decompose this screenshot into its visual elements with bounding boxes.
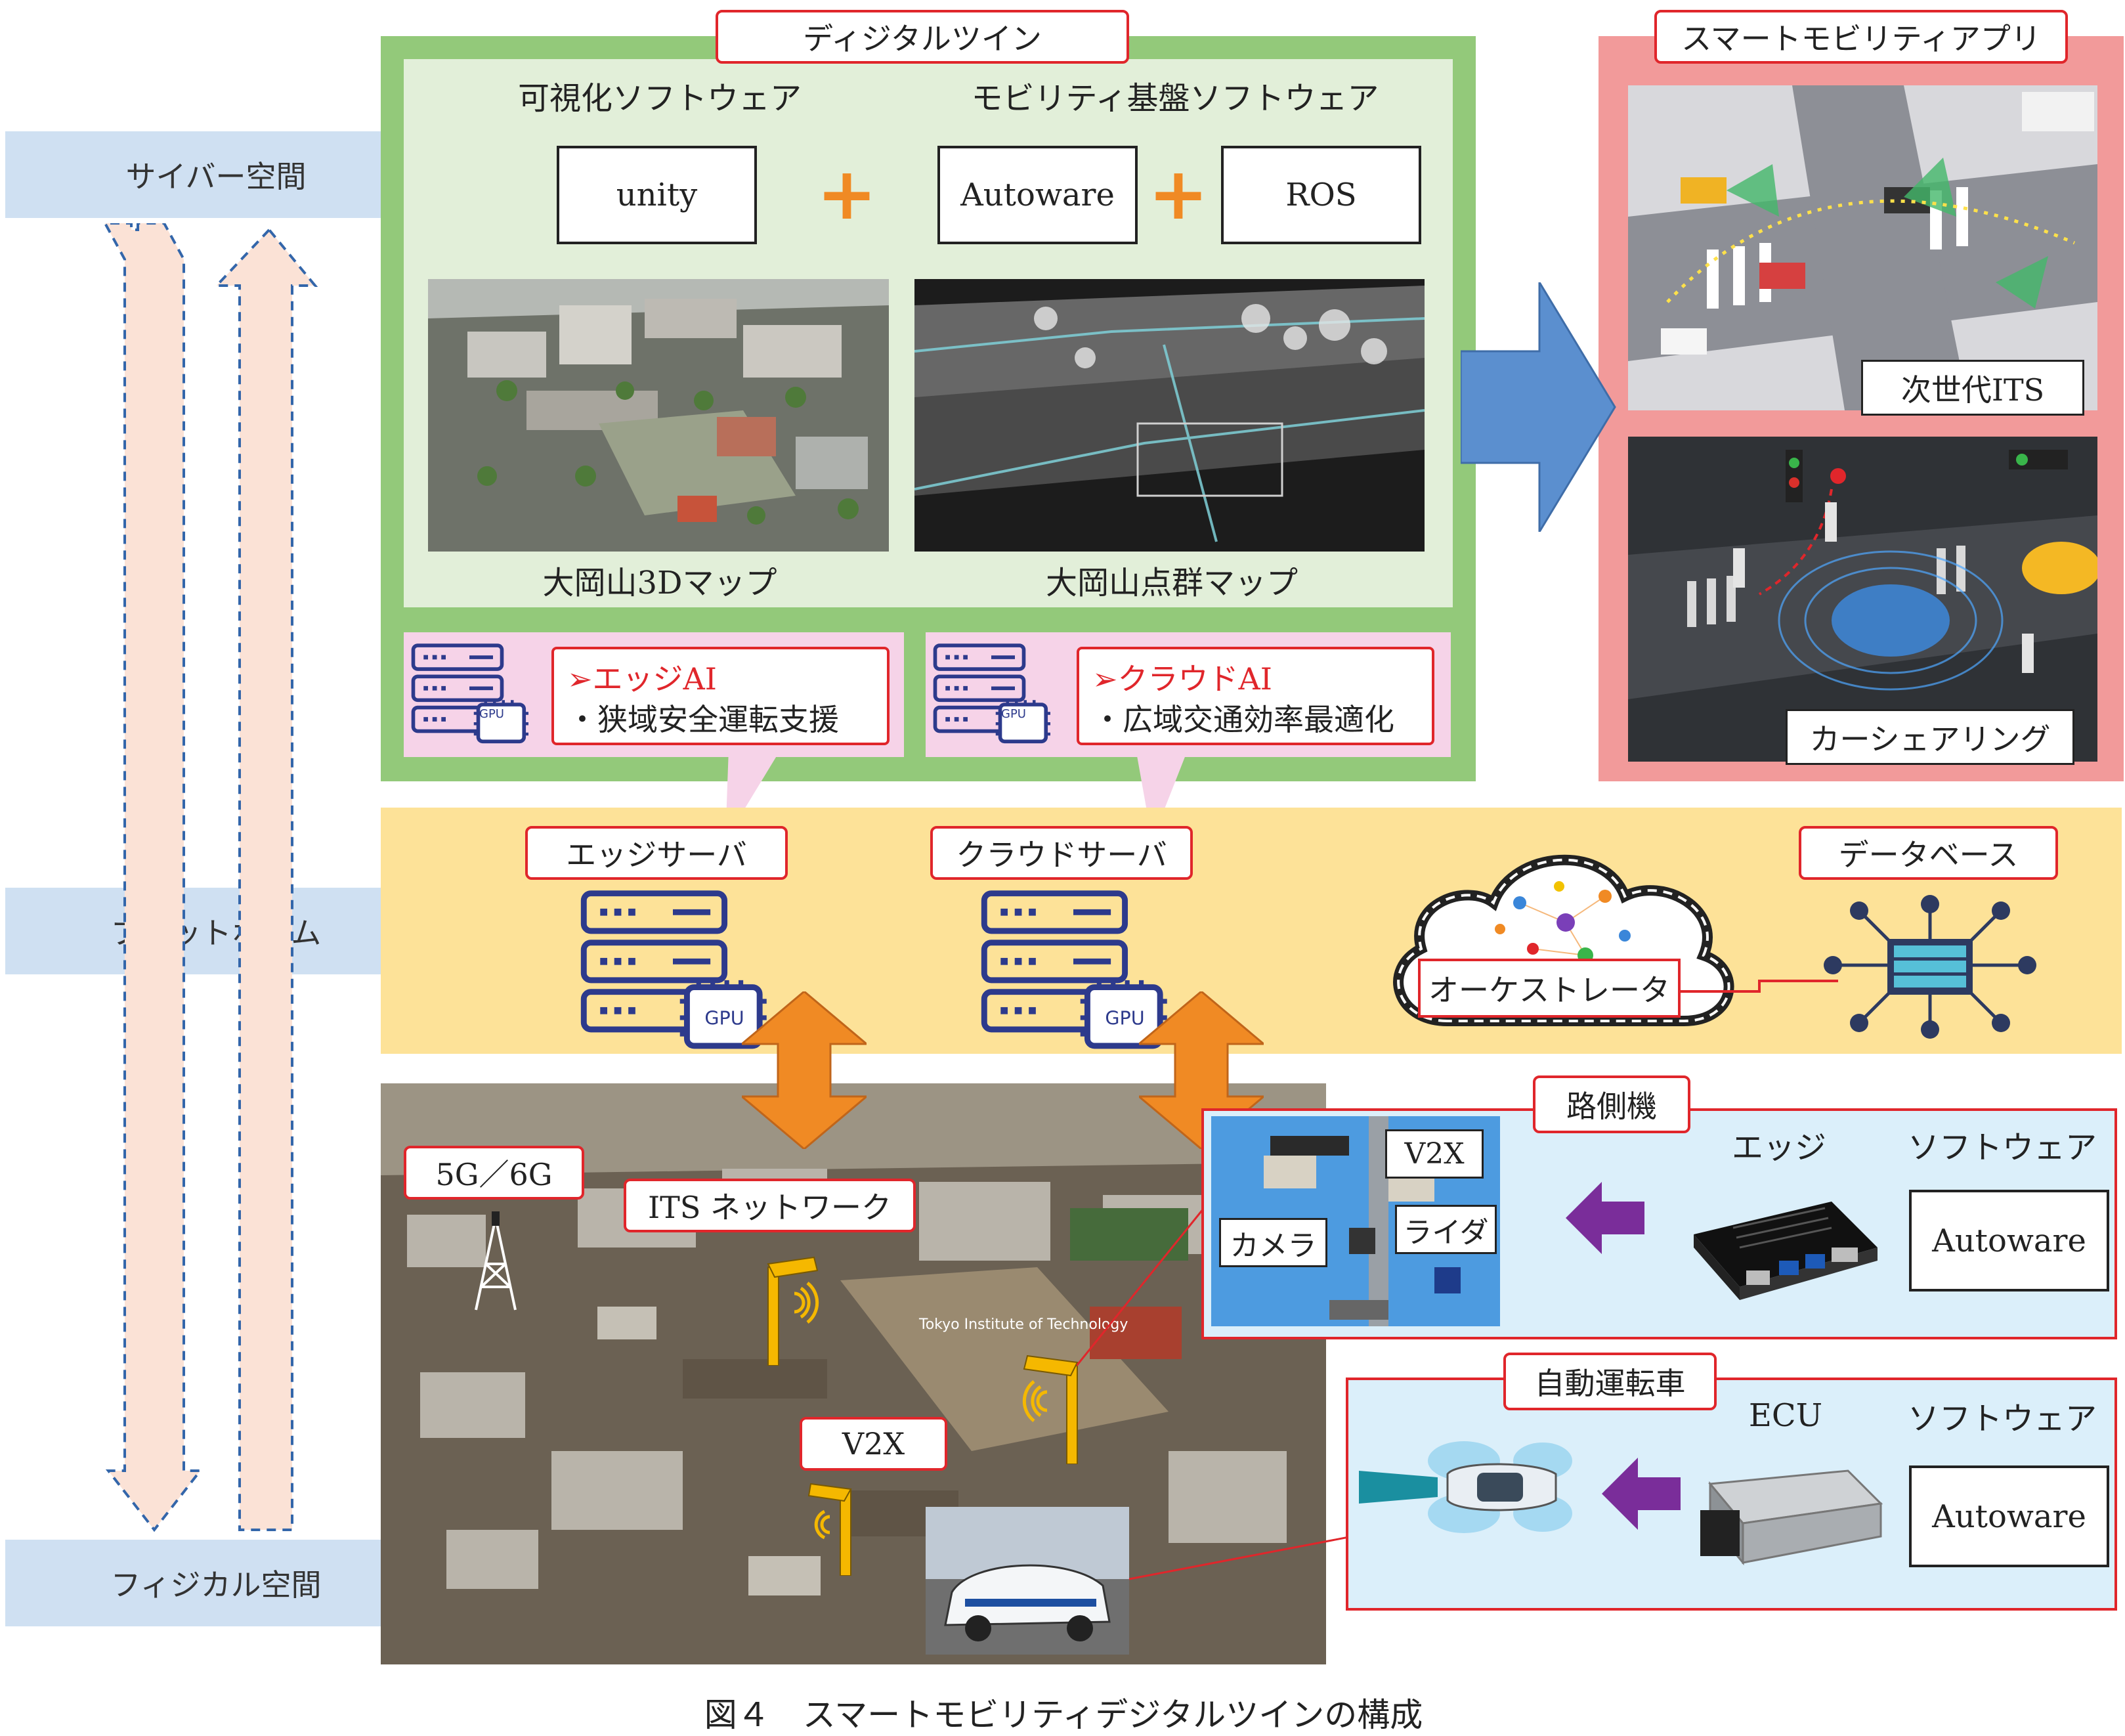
edge-ai-desc: ・狭域安全運転支援 [567,702,839,737]
plus-sign-2: + [1148,152,1209,236]
roadside-unit-icon [807,1483,852,1576]
carsharing-image [1628,437,2097,762]
server-gpu-icon: GPU [410,640,528,745]
svg-text:GPU: GPU [479,707,504,721]
layer-label-cyber: サイバー空間 [5,131,427,218]
vehicle-autoware-box: Autoware [1909,1465,2109,1567]
orchestrator-label: オーケストレータ [1418,959,1681,1018]
campus-map-label: Tokyo Institute of Technology [919,1316,1128,1333]
orchestrator-db-link [1681,980,1838,993]
edge-server-link-arrow [742,991,867,1149]
layer-label-physical: フィジカル空間 [5,1540,427,1626]
roadside-camera-label: カメラ [1219,1218,1327,1267]
figure-caption: 図４ スマートモビリティデジタルツインの構成 [704,1695,1423,1734]
ros-box: ROS [1221,146,1421,244]
5g-6g-label: 5G／6G [404,1146,584,1200]
roadside-software-label: ソフトウェア [1907,1129,2097,1166]
autonomous-car-icon [1359,1441,1572,1533]
unity-box: unity [557,146,757,244]
vehicle-software-arrow [1602,1458,1681,1530]
v2x-label: V2X [800,1417,947,1471]
database-icon [1824,895,2036,1039]
roadside-autoware-box: Autoware [1909,1190,2109,1291]
viz-software-label: 可視化ソフトウェア [517,80,802,117]
roadside-lidar-label: ライダ [1395,1205,1497,1254]
cloud-server-label: クラウドサーバ [930,826,1193,880]
roadside-unit-icon [767,1256,819,1366]
point-cloud-caption: 大岡山点群マップ [1045,564,1298,601]
plus-sign-1: + [816,152,878,236]
autoware-box: Autoware [937,146,1138,244]
autonomous-vehicle-title: 自動運転車 [1503,1353,1717,1410]
cloud-ai-box: ➢クラウドAI ・広域交通効率最適化 [1077,647,1434,745]
edge-ai-box: ➢エッジAI ・狭域安全運転支援 [551,647,890,745]
3d-map-image [428,279,889,552]
digital-twin-title: ディジタルツイン [716,10,1129,64]
carsharing-label: カーシェアリング [1786,709,2074,765]
callout-lines [1077,1194,1352,1580]
edge-server-label: エッジサーバ [525,826,788,880]
vehicle-software-label: ソフトウェア [1907,1400,2097,1437]
server-gpu-icon: GPU [932,640,1050,745]
cyber-physical-arrows [103,223,318,1532]
mobility-software-label: モビリティ基盤ソフトウェア [971,80,1379,117]
digital-twin-to-apps-arrow [1461,282,1616,532]
roadside-edge-label: エッジ [1731,1129,1826,1166]
up-arrow [213,227,318,1531]
svg-text:GPU: GPU [1105,1007,1144,1030]
roadside-unit-icon [1022,1355,1079,1464]
its-network-label: ITS ネットワーク [624,1179,916,1232]
cloud-ai-title: ➢クラウドAI [1092,661,1272,697]
roadside-v2x-label: V2X [1385,1129,1484,1179]
ecu-icon [1700,1469,1883,1566]
next-gen-its-image [1628,85,2097,410]
roadside-unit-title: 路側機 [1533,1075,1690,1133]
3d-map-caption: 大岡山3Dマップ [542,564,777,601]
autonomous-vehicle-photo [926,1507,1129,1655]
edge-computer-icon [1694,1202,1878,1300]
edge-ai-title: ➢エッジAI [567,661,717,697]
smart-mobility-title: スマートモビリティアプリ [1654,10,2068,64]
svg-text:GPU: GPU [704,1007,744,1030]
5g-tower-icon [475,1211,517,1311]
edge-server-icon: GPU [578,886,768,1051]
roadside-software-arrow [1566,1182,1644,1254]
cloud-ai-desc: ・広域交通効率最適化 [1092,702,1394,737]
point-cloud-map-image [914,279,1425,552]
down-arrow [103,223,204,1532]
svg-text:GPU: GPU [1001,707,1026,721]
ecu-label: ECU [1748,1397,1823,1434]
database-label: データベース [1799,826,2058,880]
next-gen-its-label: 次世代ITS [1861,360,2084,416]
cloud-server-icon: GPU [978,886,1169,1051]
